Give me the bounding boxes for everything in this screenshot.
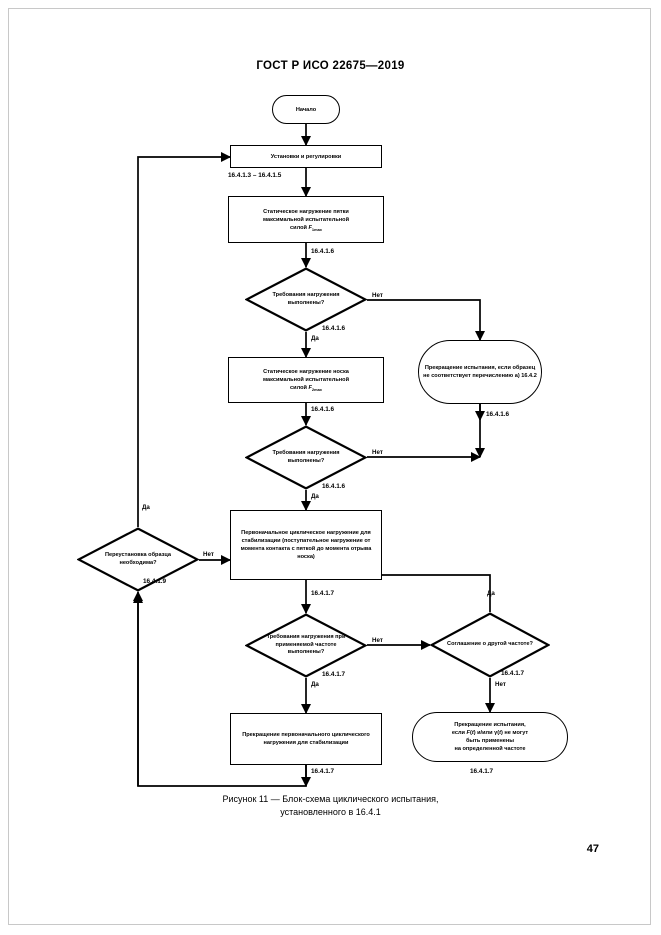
node-decision-load-req-2-label: Требования нагружения выполнены? (272, 449, 340, 464)
node-decision-load-req-1: Требования нагружения выполнены? (245, 267, 367, 332)
diamond-shape (430, 612, 550, 678)
node-setup-label: Установки и регулировки (270, 153, 342, 160)
step-label-cyclic-to-d3: 16.4.1.7 (311, 590, 335, 597)
diamond-shape (245, 267, 367, 332)
node-setup: Установки и регулировки (230, 145, 382, 168)
node-stop-cyclic: Прекращение первоначального циклического… (230, 713, 382, 765)
node-terminate-spec-a-label: Прекращение испытания, если образец не с… (423, 365, 537, 379)
node-start: Начало (272, 95, 340, 124)
node-start-label: Начало (295, 106, 317, 113)
node-decision-freq-agreement: Соглашение о другой частоте? (430, 612, 550, 678)
edge-label-d2-yes: Да (311, 493, 319, 500)
edge-label-remount-yes: Да (142, 504, 150, 511)
step-label-toe-to-d2: 16.4.1.6 (311, 406, 335, 413)
page-border (8, 8, 651, 925)
step-label-d1-yes: 16.4.1.6 (322, 325, 346, 332)
node-decision-load-req-1-label: Требования нагружения выполнены? (272, 291, 340, 306)
edge-label-d3-yes: Да (311, 681, 319, 688)
step-label-d2-yes: 16.4.1.6 (322, 483, 346, 490)
node-decision-remount: Переустановка образца необходима? (77, 527, 199, 592)
node-decision-frequency-req-label: Требования нагружения при применяемой ча… (266, 634, 346, 656)
step-label-setup-to-heel: 16.4.1.3 – 16.4.1.5 (228, 172, 282, 179)
node-cyclic-initial-label: Первоначальное циклическое нагружение дл… (240, 530, 372, 560)
step-label-terminate-freq-ref: 16.4.1.7 (470, 768, 494, 775)
figure-caption-line2: установленного в 16.4.1 (280, 807, 381, 817)
node-terminate-spec-a: Прекращение испытания, если образец не с… (418, 340, 542, 404)
edge-label-d1-yes: Да (311, 335, 319, 342)
diamond-shape (245, 613, 367, 678)
figure-caption: Рисунок 11 — Блок-схема циклического исп… (0, 793, 661, 819)
edge-label-d2-no: Нет (372, 449, 383, 456)
node-cyclic-initial: Первоначальное циклическое нагружение дл… (230, 510, 382, 580)
node-decision-freq-agreement-label: Соглашение о другой частоте? (447, 641, 533, 648)
edge-label-d1-no: Нет (372, 292, 383, 299)
edge-label-freq-no: Нет (495, 681, 506, 688)
page-number: 47 (586, 843, 599, 855)
step-label-heel-to-d1: 16.4.1.6 (311, 248, 335, 255)
step-label-remount-down: 16.4.1.9 (143, 578, 167, 585)
diamond-shape (77, 527, 199, 592)
step-label-d3-yes: 16.4.1.7 (322, 671, 346, 678)
step-label-freq-no: 16.4.1.7 (501, 670, 525, 677)
figure-caption-line1: Рисунок 11 — Блок-схема циклического исп… (222, 794, 439, 804)
node-stop-cyclic-label: Прекращение первоначального циклического… (242, 732, 370, 746)
node-terminate-frequency-label: Прекращение испытания,если F(t) и/или γ(… (451, 722, 529, 752)
edge-label-d3-no: Нет (372, 637, 383, 644)
node-decision-remount-label: Переустановка образца необходима? (104, 551, 172, 566)
edge-label-remount-no: Нет (203, 551, 214, 558)
document-header: ГОСТ Р ИСО 22675—2019 (256, 60, 405, 72)
diamond-shape (245, 425, 367, 490)
step-label-stop-cyclic-out: 16.4.1.7 (311, 768, 335, 775)
edge-label-freq-yes: Да (487, 590, 495, 597)
step-label-terminate-a-out: 16.4.1.6 (486, 411, 510, 418)
node-decision-frequency-req: Требования нагружения при применяемой ча… (245, 613, 367, 678)
node-terminate-frequency: Прекращение испытания,если F(t) и/или γ(… (412, 712, 568, 762)
node-decision-load-req-2: Требования нагружения выполнены? (245, 425, 367, 490)
